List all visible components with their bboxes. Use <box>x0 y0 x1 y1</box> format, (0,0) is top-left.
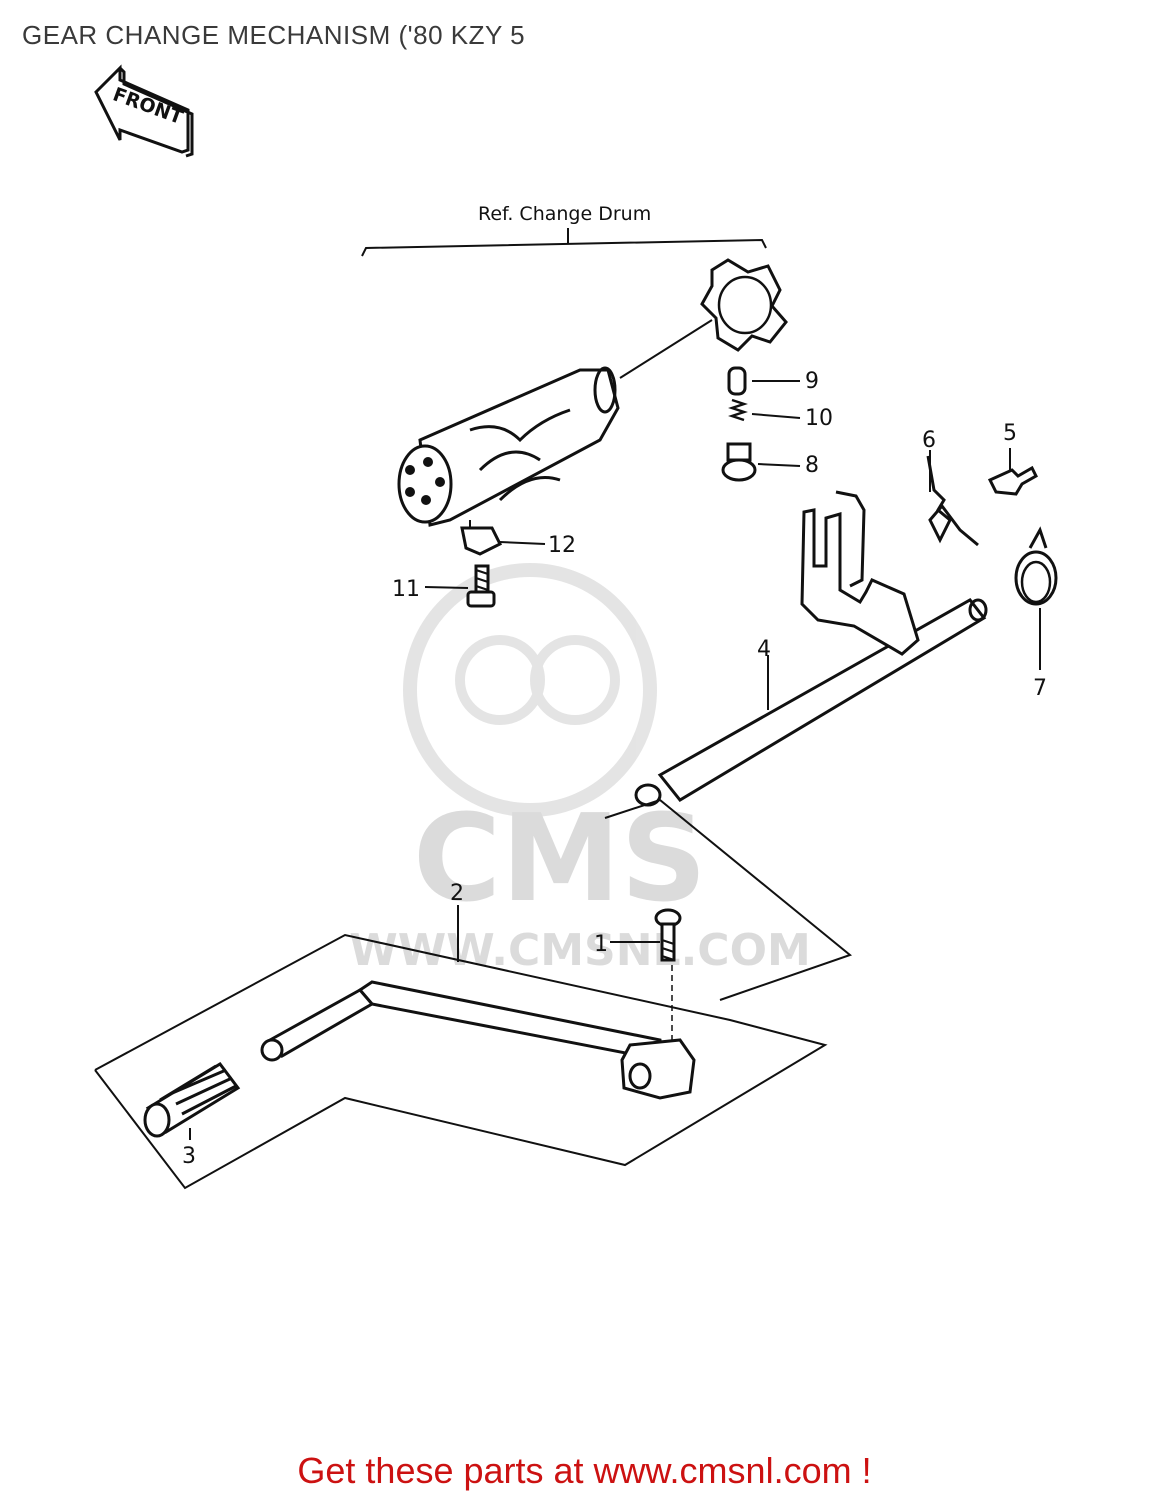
callout-7: 7 <box>1033 676 1047 701</box>
callout-5: 5 <box>1003 421 1017 446</box>
part-9-pin <box>727 366 800 396</box>
callout-labels: 1 2 3 4 5 6 7 8 9 10 11 12 <box>182 369 1047 1169</box>
callout-8: 8 <box>805 453 819 478</box>
part-3-pedal-rubber <box>143 1062 241 1140</box>
change-drum <box>397 366 620 527</box>
page-title: GEAR CHANGE MECHANISM ('80 KZY 5 <box>22 20 526 50</box>
part-11-bolt <box>424 564 496 608</box>
callout-3: 3 <box>182 1144 196 1169</box>
part-2-shift-pedal <box>260 905 696 1100</box>
part-10-spring <box>728 398 801 422</box>
callout-11: 11 <box>392 577 420 602</box>
watermark-brand: CMS <box>413 790 707 929</box>
engine-case-outline <box>94 798 853 1190</box>
callout-9: 9 <box>805 369 819 394</box>
drum-cam-plate <box>619 258 788 379</box>
part-8-plug <box>721 442 801 482</box>
callout-12: 12 <box>548 533 576 558</box>
part-7-spring <box>1014 526 1058 670</box>
callout-4: 4 <box>757 637 771 662</box>
part-6-spring <box>926 450 979 547</box>
ref-change-drum-label: Ref. Change Drum <box>478 203 651 225</box>
watermark-url: WWW.CMSNL.COM <box>349 925 811 976</box>
front-arrow-icon: FRONT <box>94 64 194 158</box>
part-5-bolt <box>987 448 1038 496</box>
get-parts-link[interactable]: Get these parts at www.cmsnl.com ! <box>297 1450 872 1491</box>
part-1-bolt <box>610 908 682 1055</box>
parts-diagram: CMS WWW.CMSNL.COM FRONT Ref. Change Drum <box>94 64 1058 1190</box>
callout-1: 1 <box>594 932 608 957</box>
watermark: CMS WWW.CMSNL.COM <box>349 563 811 976</box>
part-4-shift-shaft <box>634 490 988 807</box>
callout-10: 10 <box>805 406 833 431</box>
ref-change-drum-bracket: Ref. Change Drum <box>361 203 767 257</box>
callout-2: 2 <box>450 881 464 906</box>
part-12-plate <box>460 520 546 556</box>
callout-6: 6 <box>922 428 936 453</box>
